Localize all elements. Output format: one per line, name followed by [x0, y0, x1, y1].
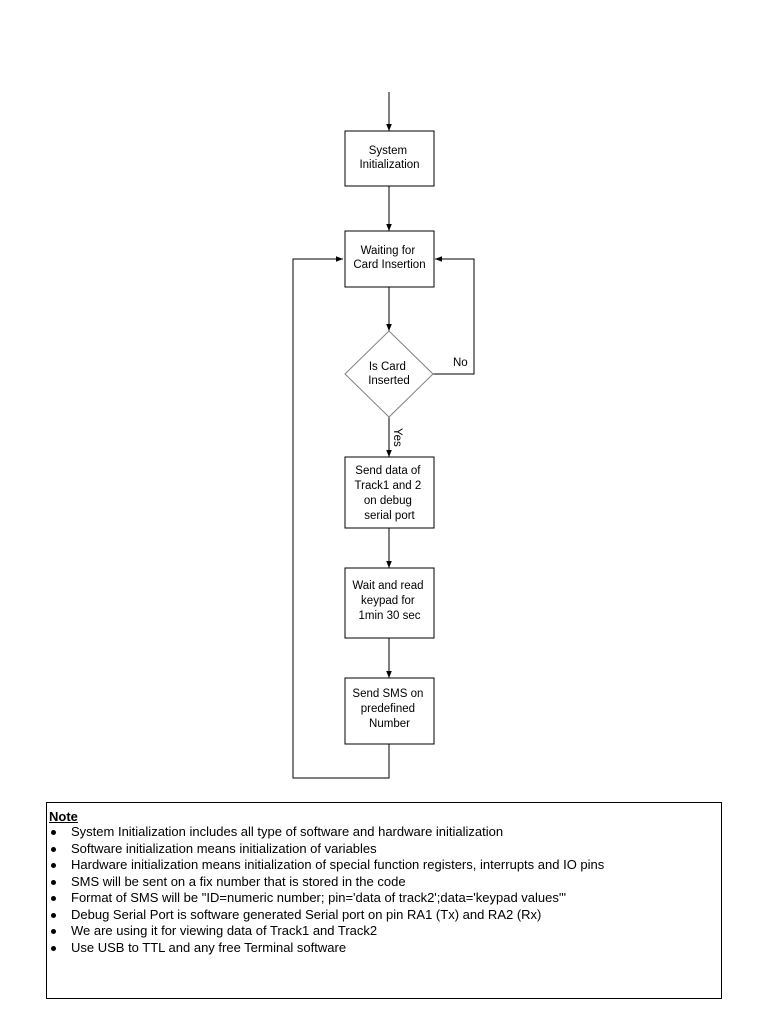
note-list: System Initialization includes all type …: [49, 824, 721, 956]
node-text-line: System: [369, 145, 407, 157]
svg-text:System Initialization: System Initialization: [359, 145, 419, 171]
system-initialization-node: System Initialization: [344, 130, 435, 187]
note-item: Software initialization means initializa…: [49, 841, 721, 858]
node-text-line: Waiting for: [361, 245, 416, 257]
node-text-line: Wait and read: [352, 580, 423, 592]
node-text-line: Initialization: [359, 159, 419, 171]
note-box: Note System Initialization includes all …: [46, 802, 722, 999]
return-loop-line: [292, 256, 390, 779]
note-item: Debug Serial Port is software generated …: [49, 907, 721, 924]
note-item: Format of SMS will be "ID=numeric number…: [49, 890, 721, 907]
node-text-line: Track1 and 2: [355, 480, 422, 492]
svg-text:Send SMS on predefined: Send SMS on predefined Number: [352, 688, 426, 730]
is-card-inserted-decision: Is Card Inserted: [344, 330, 434, 418]
no-loop-line: [433, 256, 475, 375]
svg-text:Send data of Track1 and: Send data of Track1 and 2 on debug seria…: [355, 465, 425, 522]
node-text-line: Number: [369, 718, 410, 730]
svg-text:Is Card Inserted: Is Card Inserted: [368, 361, 410, 387]
note-title: Note: [49, 809, 78, 824]
note-item: Use USB to TTL and any free Terminal sof…: [49, 940, 721, 957]
node-text-line: Is Card: [369, 361, 406, 373]
node-text-line: Send data of: [355, 465, 421, 477]
no-label: No: [453, 357, 468, 369]
node-text-line: 1min 30 sec: [358, 610, 420, 622]
note-item: Hardware initialization means initializa…: [49, 857, 721, 874]
node-text-line: on debug: [364, 495, 412, 507]
svg-text:Waiting for Card Inserti: Waiting for Card Insertion: [353, 245, 425, 271]
send-data-node: Send data of Track1 and 2 on debug seria…: [344, 456, 435, 529]
note-item: We are using it for viewing data of Trac…: [49, 923, 721, 940]
waiting-for-card-node: Waiting for Card Insertion: [344, 230, 435, 288]
node-text-line: Inserted: [368, 375, 410, 387]
node-text-line: keypad for: [361, 595, 415, 607]
node-text-line: Send SMS on: [352, 688, 423, 700]
node-text-line: predefined: [361, 703, 415, 715]
wait-read-keypad-node: Wait and read keypad for 1min 30 sec: [344, 567, 435, 639]
send-sms-node: Send SMS on predefined Number: [344, 677, 435, 745]
note-item: SMS will be sent on a fix number that is…: [49, 874, 721, 891]
flowchart: System Initialization Waiting for Card I…: [292, 92, 475, 779]
yes-label: Yes: [391, 428, 403, 447]
node-text-line: Card Insertion: [353, 259, 425, 271]
node-text-line: serial port: [364, 510, 415, 522]
note-item: System Initialization includes all type …: [49, 824, 721, 841]
svg-text:Wait and read keypad for: Wait and read keypad for 1min 30 sec: [352, 580, 426, 622]
